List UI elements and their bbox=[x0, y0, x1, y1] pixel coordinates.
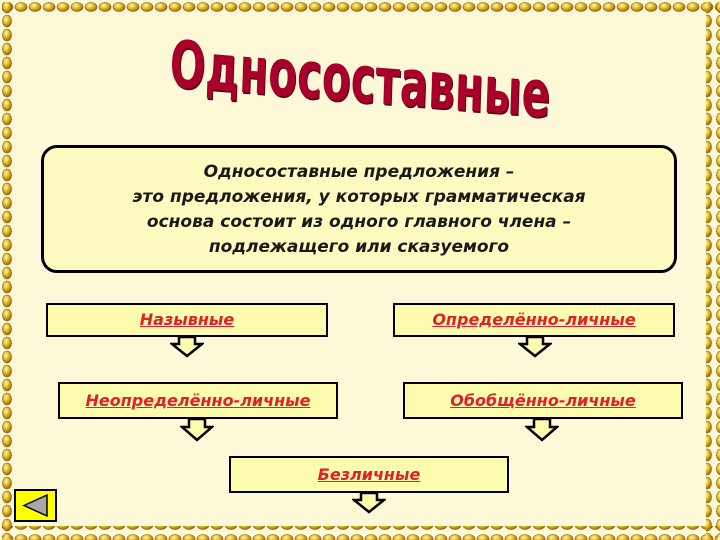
type-label: Определённо-личные bbox=[432, 310, 636, 329]
definition-line: Односоставные предложения – bbox=[203, 162, 515, 182]
down-arrow-icon bbox=[518, 336, 552, 358]
definition-line: это предложения, у которых грамматическа… bbox=[132, 187, 586, 207]
down-arrow-icon bbox=[525, 418, 559, 442]
definition-line: основа состоит из одного главного члена … bbox=[146, 212, 572, 232]
type-link-neopredelenno-lichnye[interactable]: Неопределённо-личные bbox=[58, 382, 338, 419]
back-arrow-icon bbox=[22, 493, 48, 518]
type-link-nazyvnye[interactable]: Назывные bbox=[46, 303, 328, 337]
type-link-bezlichnye[interactable]: Безличные bbox=[229, 456, 509, 493]
back-button[interactable] bbox=[14, 489, 57, 522]
down-arrow-icon bbox=[170, 336, 204, 358]
type-label: Безличные bbox=[317, 465, 421, 484]
type-label: Неопределённо-личные bbox=[85, 391, 311, 410]
type-label: Обобщённо-личные bbox=[450, 391, 636, 410]
type-link-obobshchenno-lichnye[interactable]: Обобщённо-личные bbox=[403, 382, 683, 419]
down-arrow-icon bbox=[352, 492, 386, 514]
type-link-opredelenno-lichnye[interactable]: Определённо-личные bbox=[393, 303, 675, 337]
down-arrow-icon bbox=[180, 418, 214, 442]
type-label: Назывные bbox=[139, 310, 235, 329]
definition-line: подлежащего или сказуемого bbox=[208, 237, 510, 257]
definition-box: Односоставные предложения – это предложе… bbox=[41, 145, 677, 273]
